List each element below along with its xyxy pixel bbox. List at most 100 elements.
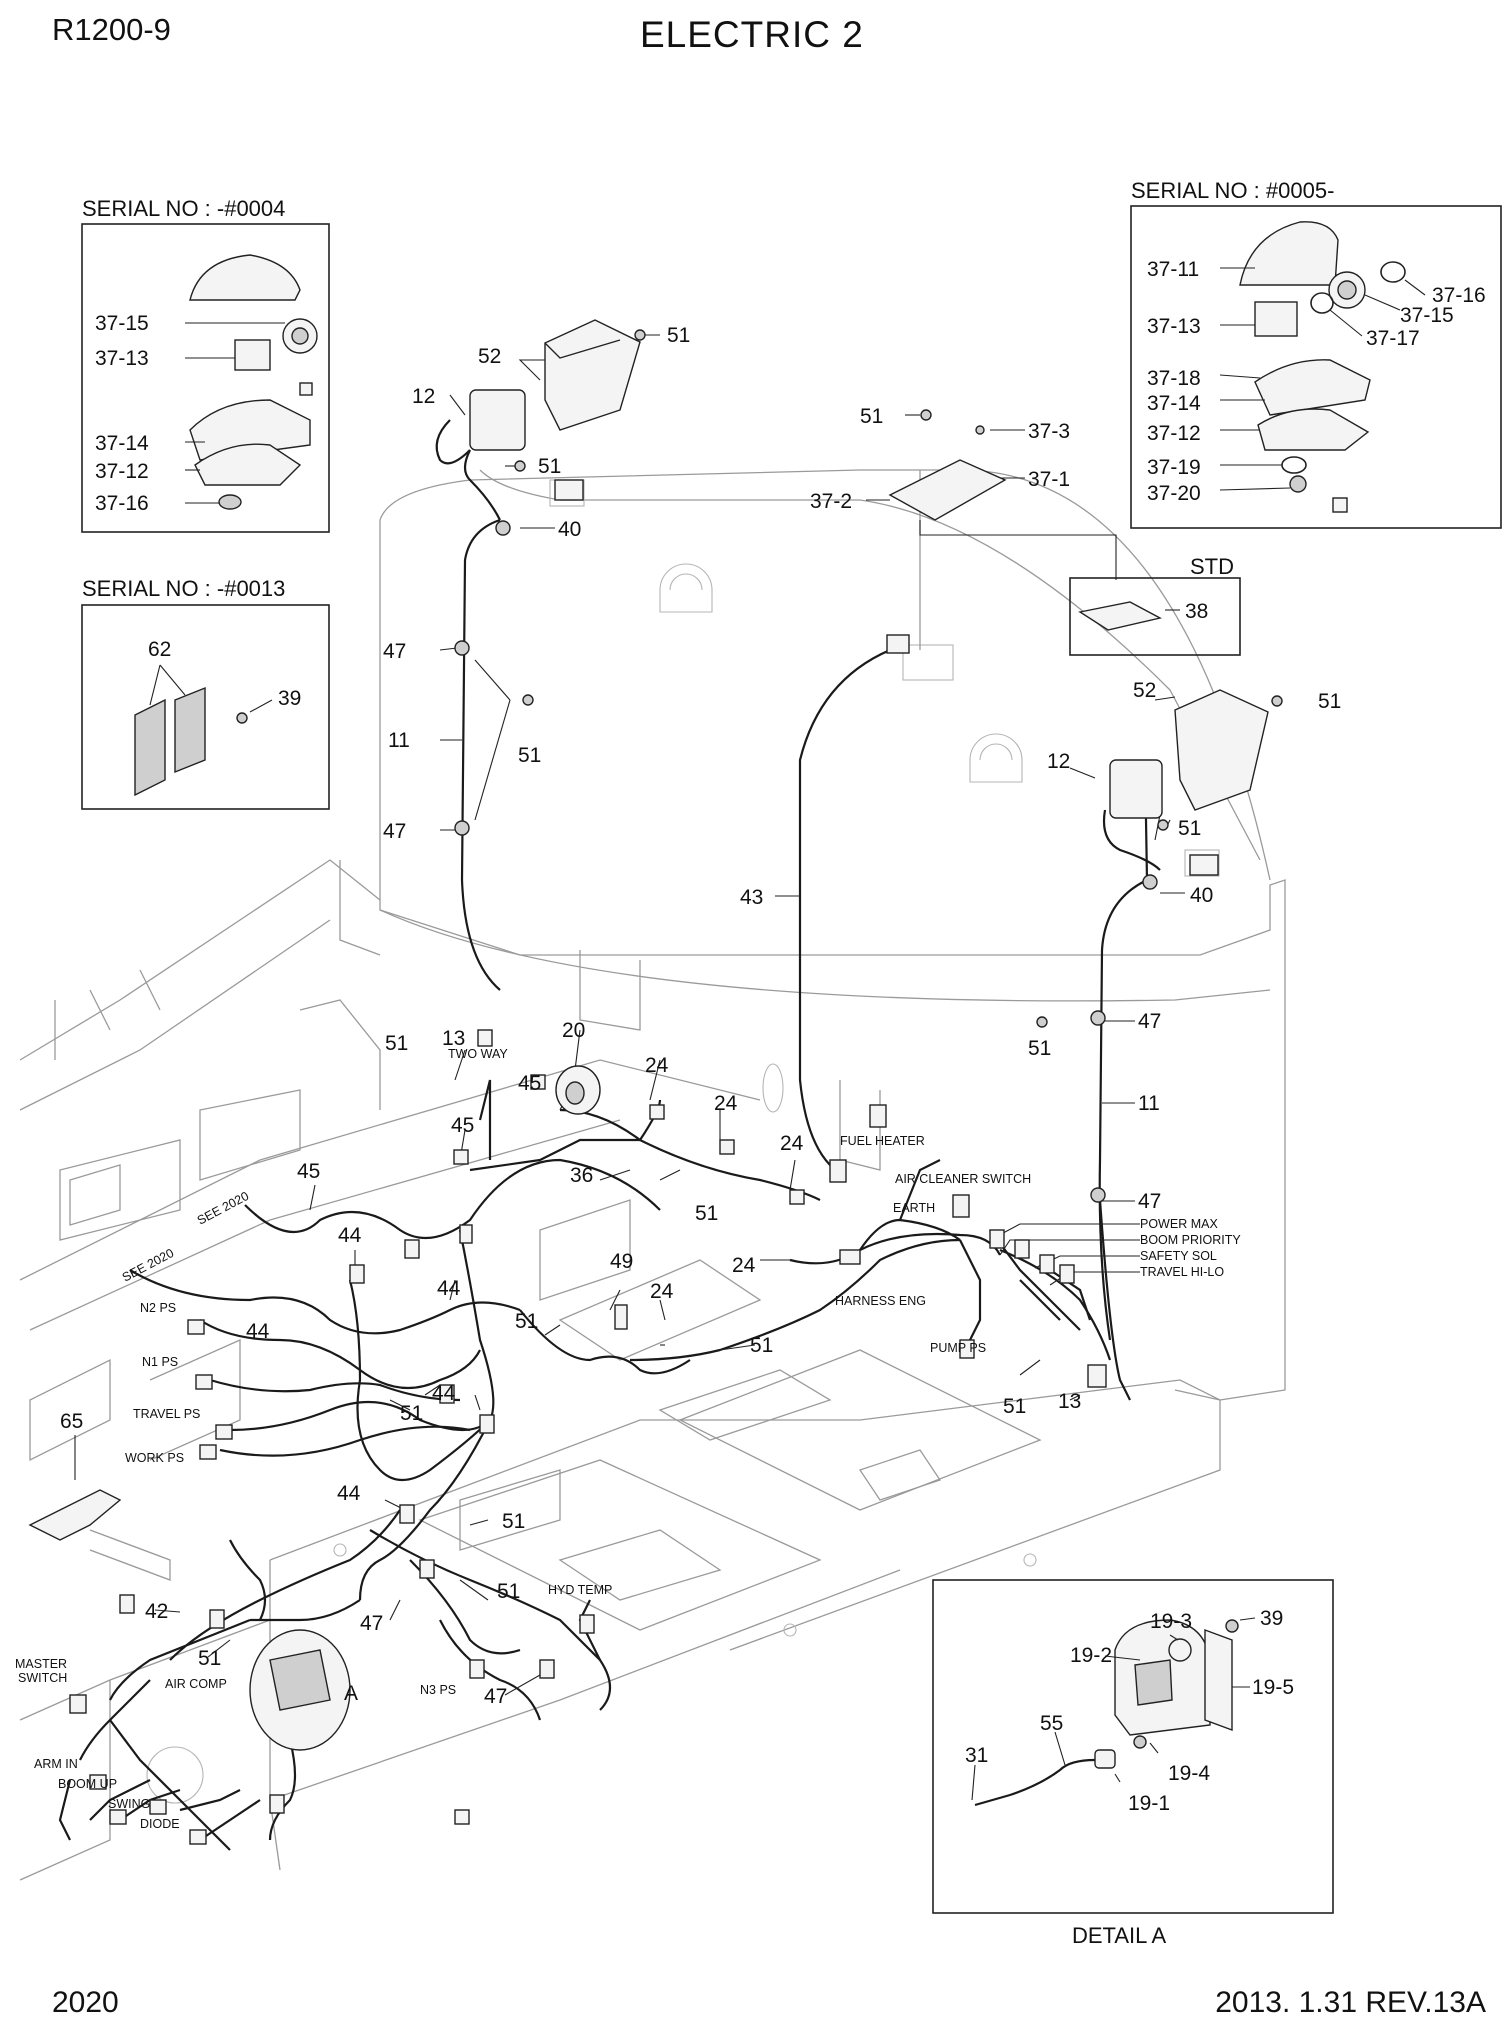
callout-47: 47 bbox=[1138, 1010, 1161, 1033]
label-39-a: 39 bbox=[278, 687, 301, 710]
callout-51: 51 bbox=[497, 1580, 520, 1603]
label-31: 31 bbox=[965, 1744, 988, 1767]
label-37-13-a: 37-13 bbox=[95, 347, 149, 370]
label-19-4: 19-4 bbox=[1168, 1762, 1210, 1785]
label-37-16-a: 37-16 bbox=[95, 492, 149, 515]
label-37-12-b: 37-12 bbox=[1147, 422, 1201, 445]
callout-51: 51 bbox=[400, 1402, 423, 1425]
leader-lines bbox=[74, 334, 1185, 1701]
label-fuel-heater: FUEL HEATER bbox=[840, 1134, 925, 1148]
callout-40: 40 bbox=[558, 518, 581, 541]
callout-51: 51 bbox=[750, 1334, 773, 1357]
inset-title-detail-a: DETAIL A bbox=[1072, 1923, 1166, 1948]
callout-24: 24 bbox=[645, 1054, 669, 1077]
callout-40: 40 bbox=[1190, 884, 1213, 907]
callout-37-2: 37-2 bbox=[810, 490, 852, 513]
label-62: 62 bbox=[148, 638, 171, 661]
callout-51: 51 bbox=[1003, 1395, 1026, 1418]
label-boom-priority: BOOM PRIORITY bbox=[1140, 1233, 1241, 1247]
callout-51: 51 bbox=[667, 324, 690, 347]
callout-13: 13 bbox=[1058, 1390, 1081, 1413]
label-37-15-a: 37-15 bbox=[95, 312, 149, 335]
callout-45: 45 bbox=[451, 1114, 474, 1137]
label-19-3: 19-3 bbox=[1150, 1610, 1192, 1633]
label-pump-ps: PUMP PS bbox=[930, 1341, 986, 1355]
label-38: 38 bbox=[1185, 600, 1208, 623]
callout-24: 24 bbox=[780, 1132, 804, 1155]
callout-44: 44 bbox=[432, 1382, 456, 1405]
label-see-2020-a: SEE 2020 bbox=[195, 1189, 251, 1228]
label-39-b: 39 bbox=[1260, 1607, 1283, 1630]
callout-65: 65 bbox=[60, 1410, 83, 1433]
inset-title-std: STD bbox=[1190, 554, 1234, 579]
label-air-comp: AIR COMP bbox=[165, 1677, 227, 1691]
label-harness-eng: HARNESS ENG bbox=[835, 1294, 926, 1308]
main-components bbox=[28, 319, 1283, 1845]
label-37-13-b: 37-13 bbox=[1147, 315, 1201, 338]
callout-11: 11 bbox=[388, 729, 410, 752]
wire-harnesses bbox=[58, 419, 1161, 1851]
inset-detail-a bbox=[932, 1579, 1334, 1914]
label-n2-ps: N2 PS bbox=[140, 1301, 176, 1315]
callout-24: 24 bbox=[714, 1092, 738, 1115]
label-37-20: 37-20 bbox=[1147, 482, 1201, 505]
label-master: MASTER bbox=[15, 1657, 67, 1671]
label-work-ps: WORK PS bbox=[125, 1451, 184, 1465]
page-title: ELECTRIC 2 bbox=[640, 14, 864, 55]
plate-37-1 bbox=[888, 459, 1007, 521]
callout-44: 44 bbox=[338, 1224, 362, 1247]
callout-12: 12 bbox=[1047, 750, 1070, 773]
label-boom-up: BOOM UP bbox=[58, 1777, 117, 1791]
label-37-14-b: 37-14 bbox=[1147, 392, 1201, 415]
callout-51: 51 bbox=[860, 405, 883, 428]
callout-51: 51 bbox=[1028, 1037, 1051, 1060]
label-37-17: 37-17 bbox=[1366, 327, 1420, 350]
callout-42: 42 bbox=[145, 1600, 168, 1623]
inset-serial-0013 bbox=[81, 604, 330, 810]
revision-date: 2013. 1.31 REV.13A bbox=[1215, 1986, 1486, 2019]
label-air-cleaner-switch: AIR CLEANER SWITCH bbox=[895, 1172, 1031, 1186]
label-37-19: 37-19 bbox=[1147, 456, 1201, 479]
label-earth: EARTH bbox=[893, 1201, 935, 1215]
callout-44: 44 bbox=[437, 1277, 461, 1300]
callout-52: 52 bbox=[1133, 679, 1156, 702]
label-diode: DIODE bbox=[140, 1817, 180, 1831]
callout-37-3: 37-3 bbox=[1028, 420, 1070, 443]
callout-51: 51 bbox=[695, 1202, 718, 1225]
inset-serial-0004 bbox=[81, 223, 330, 533]
callout-20: 20 bbox=[562, 1019, 585, 1042]
label-arm-in: ARM IN bbox=[34, 1757, 78, 1771]
inset-labels: SERIAL NO : -#0004 37-15 37-13 37-14 37-… bbox=[82, 178, 1486, 1948]
page-number: 2020 bbox=[52, 1986, 119, 2019]
horn-12-right bbox=[1109, 759, 1163, 819]
valve-65 bbox=[28, 1489, 122, 1541]
horn-12-left bbox=[469, 389, 526, 451]
label-19-2: 19-2 bbox=[1070, 1644, 1112, 1667]
callout-43: 43 bbox=[740, 886, 763, 909]
callout-45: 45 bbox=[518, 1072, 541, 1095]
label-travel-ps: TRAVEL PS bbox=[133, 1407, 200, 1421]
callout-51: 51 bbox=[1318, 690, 1341, 713]
label-37-14-a: 37-14 bbox=[95, 432, 149, 455]
callout-51: 51 bbox=[515, 1310, 538, 1333]
callout-A: A bbox=[344, 1682, 358, 1705]
callout-51: 51 bbox=[385, 1032, 408, 1055]
callout-24: 24 bbox=[650, 1280, 674, 1303]
label-37-18: 37-18 bbox=[1147, 367, 1201, 390]
callout-24: 24 bbox=[732, 1254, 756, 1277]
label-37-16-b: 37-16 bbox=[1432, 284, 1486, 307]
inset-title-0013: SERIAL NO : -#0013 bbox=[82, 576, 285, 601]
callout-45: 45 bbox=[297, 1160, 320, 1183]
label-37-15-b: 37-15 bbox=[1400, 304, 1454, 327]
label-n1-ps: N1 PS bbox=[142, 1355, 178, 1369]
label-37-11: 37-11 bbox=[1147, 258, 1199, 281]
label-19-5: 19-5 bbox=[1252, 1676, 1294, 1699]
label-two-way: TWO WAY bbox=[448, 1047, 508, 1061]
callout-51: 51 bbox=[198, 1647, 221, 1670]
label-hyd-temp: HYD TEMP bbox=[548, 1583, 612, 1597]
label-power-max: POWER MAX bbox=[1140, 1217, 1218, 1231]
inset-serial-0005 bbox=[1130, 205, 1502, 529]
horn-bracket-52-right bbox=[1174, 689, 1269, 811]
callout-47: 47 bbox=[484, 1685, 507, 1708]
callout-44: 44 bbox=[246, 1320, 270, 1343]
